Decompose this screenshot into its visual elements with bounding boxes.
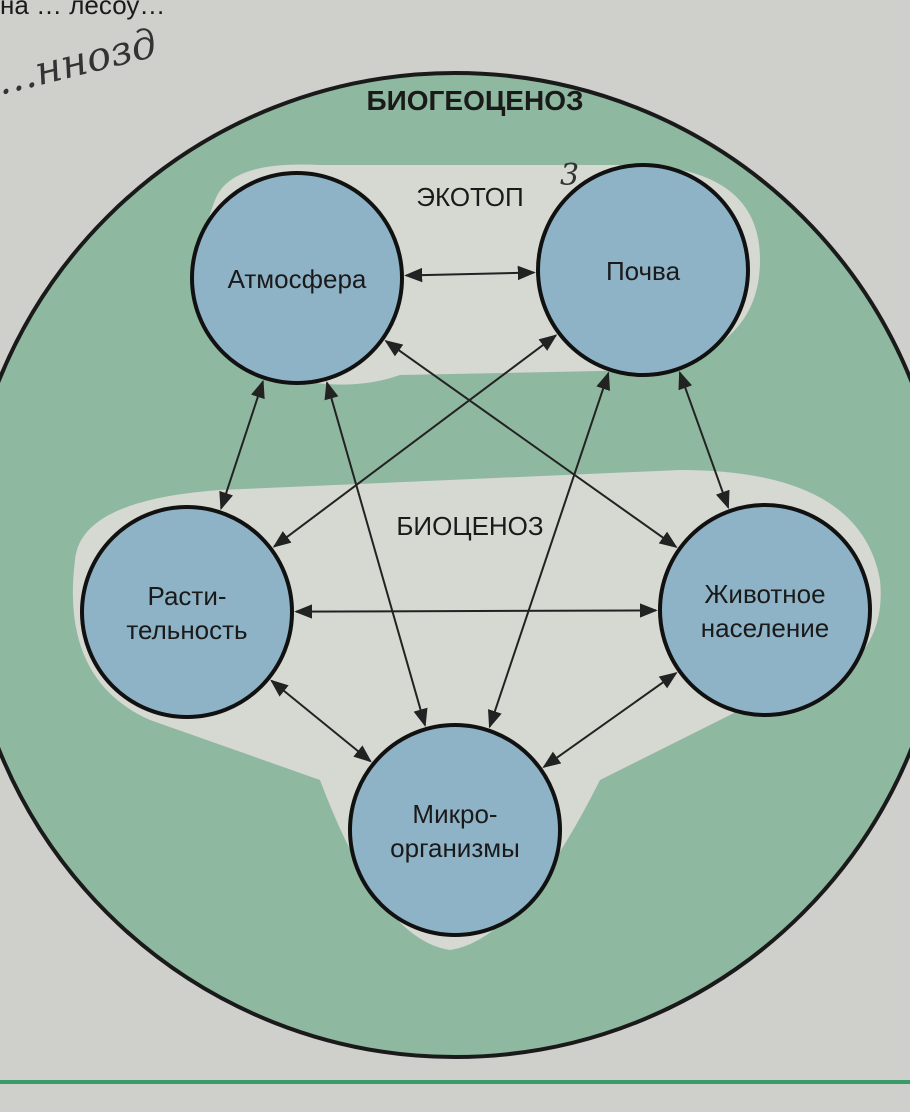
node-label: Расти- bbox=[147, 581, 226, 611]
handwritten-note: …ннозд bbox=[0, 20, 162, 104]
page-top-text: на … лесоу… bbox=[0, 0, 165, 20]
node-label: Микро- bbox=[412, 799, 497, 829]
arrow-plants-animals bbox=[294, 603, 658, 619]
arrow-soil-animals bbox=[678, 370, 730, 510]
node-micro: Микро-организмы bbox=[348, 723, 562, 937]
handwritten-mark: 3 bbox=[560, 158, 579, 193]
node-label: население bbox=[701, 613, 829, 643]
node-plants: Расти-тельность bbox=[80, 505, 294, 719]
ecotope-label: ЭКОТОП bbox=[416, 182, 523, 212]
arrow-atm-plants bbox=[219, 379, 265, 511]
biocenosis-label: БИОЦЕНОЗ bbox=[396, 511, 543, 541]
arrows bbox=[219, 265, 730, 768]
arrow-soil-micro bbox=[488, 371, 610, 729]
node-soil: Почва bbox=[536, 163, 750, 377]
node-label: Животное bbox=[704, 579, 825, 609]
node-label: Атмосфера bbox=[228, 264, 367, 294]
arrow-atm-soil bbox=[404, 265, 536, 283]
node-label: Почва bbox=[606, 256, 681, 286]
node-label: организмы bbox=[390, 833, 520, 863]
arrow-animals-micro bbox=[542, 672, 678, 768]
node-circle bbox=[348, 723, 562, 937]
node-circle bbox=[536, 163, 750, 377]
diagram-title: БИОГЕОЦЕНОЗ bbox=[366, 85, 583, 116]
arrow-plants-micro bbox=[270, 679, 372, 763]
node-circle bbox=[80, 505, 294, 719]
node-circle bbox=[658, 503, 872, 717]
node-animals: Животное население bbox=[658, 503, 872, 717]
node-circle bbox=[190, 171, 404, 385]
node-atm: Атмосфера bbox=[190, 171, 404, 385]
arrow-soil-plants bbox=[272, 334, 558, 548]
node-label: тельность bbox=[126, 615, 247, 645]
